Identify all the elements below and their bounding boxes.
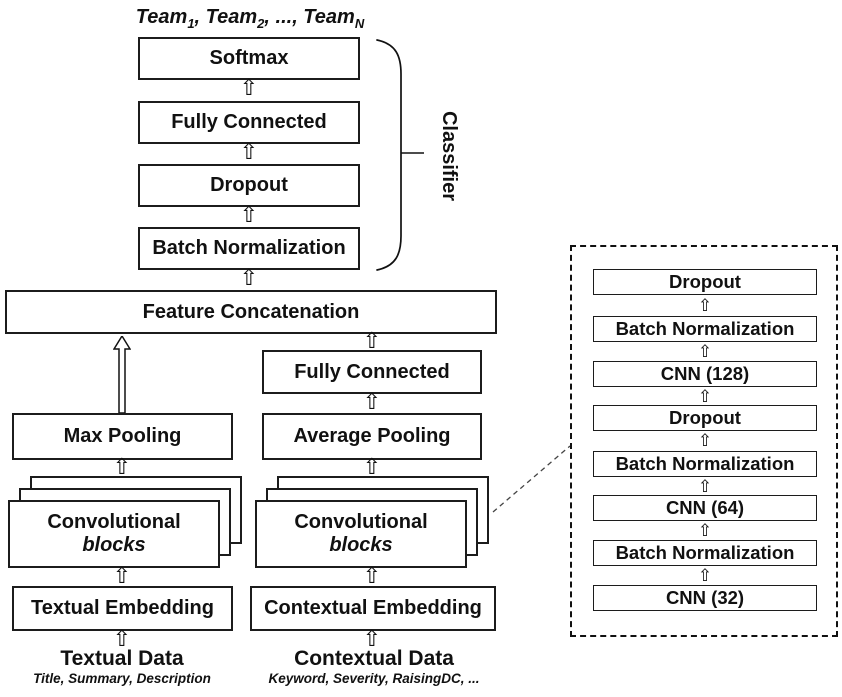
- contextual-embedding-box: Contextual Embedding: [250, 586, 496, 631]
- up-arrow-icon: ⇧: [112, 627, 132, 652]
- up-arrow-icon: ⇧: [362, 455, 382, 480]
- contextual-data-fields-label: Keyword, Severity, RaisingDC, ...: [268, 671, 480, 686]
- up-arrow-icon: ⇧: [362, 390, 382, 415]
- up-arrow-icon: ⇧: [697, 521, 713, 541]
- average-pooling-box: Average Pooling: [262, 413, 482, 460]
- detail-connector-dashed-line: [492, 445, 571, 513]
- up-arrow-icon: ⇧: [697, 296, 713, 316]
- detail-batch-normalization-box: Batch Normalization: [593, 540, 817, 566]
- detail-cnn-32-box: CNN (32): [593, 585, 817, 611]
- conv-blocks-box: Convolutional blocks: [255, 500, 467, 568]
- team-output-label: Team1, Team2, ..., TeamN: [90, 6, 410, 31]
- up-arrow-icon: ⇧: [362, 627, 382, 652]
- team-word: , Team: [194, 6, 258, 28]
- up-arrow-icon: ⇧: [697, 342, 713, 362]
- up-arrow-icon: ⇧: [239, 266, 259, 291]
- conv-blocks-line1: Convolutional: [294, 511, 428, 533]
- textual-data-fields-label: Title, Summary, Description: [33, 671, 211, 686]
- textual-data-label: Textual Data: [60, 647, 184, 670]
- up-arrow-icon: ⇧: [112, 564, 132, 589]
- detail-cnn-128-box: CNN (128): [593, 361, 817, 387]
- contextual-data-label: Contextual Data: [294, 647, 454, 670]
- detail-batch-normalization-box: Batch Normalization: [593, 316, 817, 342]
- team-word: Team: [135, 6, 188, 28]
- team-subscript-2: 2: [257, 16, 265, 31]
- conv-block-detail-frame: Dropout ⇧ Batch Normalization ⇧ CNN (128…: [570, 245, 838, 637]
- branch-fully-connected-box: Fully Connected: [262, 350, 482, 394]
- conv-blocks-box: Convolutional blocks: [8, 500, 220, 568]
- up-arrow-icon: ⇧: [239, 203, 259, 228]
- team-subscript-1: 1: [187, 16, 195, 31]
- up-arrow-icon: ⇧: [239, 76, 259, 101]
- max-pooling-box: Max Pooling: [12, 413, 233, 460]
- conv-blocks-line2: blocks: [82, 534, 146, 556]
- detail-cnn-64-box: CNN (64): [593, 495, 817, 521]
- conv-blocks-line1: Convolutional: [47, 511, 181, 533]
- team-word: , ..., Team: [264, 6, 355, 28]
- up-arrow-icon: ⇧: [112, 455, 132, 480]
- up-arrow-icon: ⇧: [697, 431, 713, 451]
- up-arrow-icon: ⇧: [697, 387, 713, 407]
- batch-normalization-box: Batch Normalization: [138, 227, 360, 270]
- softmax-box: Softmax: [138, 37, 360, 80]
- fully-connected-box: Fully Connected: [138, 101, 360, 144]
- team-subscript-n: N: [354, 16, 365, 31]
- detail-batch-normalization-box: Batch Normalization: [593, 451, 817, 477]
- detail-dropout-box: Dropout: [593, 269, 817, 295]
- up-arrow-icon: ⇧: [239, 140, 259, 165]
- textual-embedding-box: Textual Embedding: [12, 586, 233, 631]
- feature-concatenation-box: Feature Concatenation: [5, 290, 497, 334]
- up-arrow-icon: ⇧: [362, 564, 382, 589]
- classifier-label: Classifier: [438, 110, 461, 202]
- conv-blocks-line2: blocks: [329, 534, 393, 556]
- up-arrow-icon: ⇧: [362, 329, 382, 354]
- up-arrow-icon: ⇧: [697, 566, 713, 586]
- dropout-box: Dropout: [138, 164, 360, 207]
- long-up-arrow-icon: [113, 336, 131, 413]
- detail-dropout-box: Dropout: [593, 405, 817, 431]
- up-arrow-icon: ⇧: [697, 477, 713, 497]
